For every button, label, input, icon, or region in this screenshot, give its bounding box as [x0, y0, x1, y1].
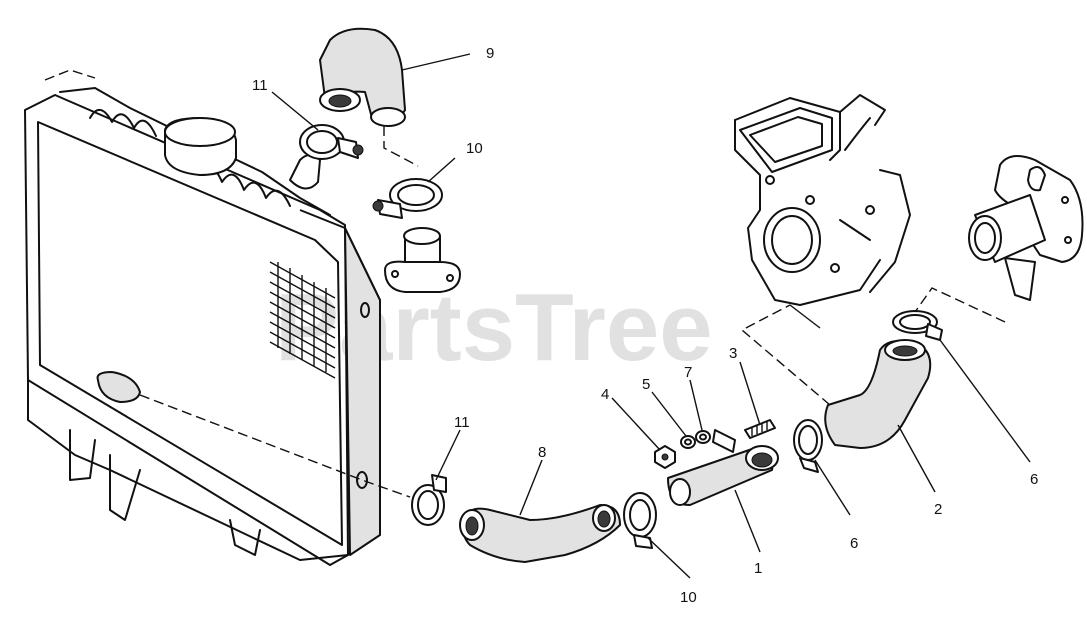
hose-clamp-lower-10: [623, 492, 657, 549]
upper-hose: [319, 27, 406, 127]
hose-clamp-lower-6: [793, 419, 823, 473]
callout-10-lower: 10: [680, 589, 697, 606]
washer-7: [695, 430, 711, 444]
callout-4: 4: [601, 386, 609, 403]
washer-5: [680, 435, 696, 449]
hose-clamp-top-left: [299, 124, 364, 160]
radiator-upper-neck: [289, 154, 321, 190]
callout-7: 7: [684, 364, 692, 381]
callout-8: 8: [538, 444, 546, 461]
radiator-core: [269, 261, 336, 379]
callout-5: 5: [642, 376, 650, 393]
hose-2: [824, 339, 932, 449]
watermark: PartsTree: [275, 274, 713, 381]
water-pump: [968, 155, 1084, 301]
callout-2: 2: [934, 501, 942, 518]
callout-6-right: 6: [1030, 471, 1038, 488]
pipe-1: [667, 445, 779, 506]
radiator: [24, 69, 381, 566]
callout-1: 1: [754, 560, 762, 577]
radiator-cap: [164, 117, 237, 176]
thermostat-cover: [384, 227, 461, 293]
callout-6-lower: 6: [850, 535, 858, 552]
bracket-tab: [712, 429, 736, 453]
callout-9: 9: [486, 45, 494, 62]
hose-clamp-right: [892, 310, 943, 341]
nut-4: [654, 445, 676, 469]
temp-sender-3: [744, 419, 776, 439]
callout-11-top: 11: [252, 77, 268, 94]
callout-leaders: [271, 53, 1031, 579]
hose-clamp-top-right: [372, 178, 443, 219]
hose-clamp-lower-11: [411, 474, 447, 526]
hose-8: [459, 504, 621, 563]
callout-10-top: 10: [466, 140, 483, 157]
callout-11-lower: 11: [454, 414, 470, 431]
engine-block: [734, 94, 911, 329]
callout-3: 3: [729, 345, 737, 362]
